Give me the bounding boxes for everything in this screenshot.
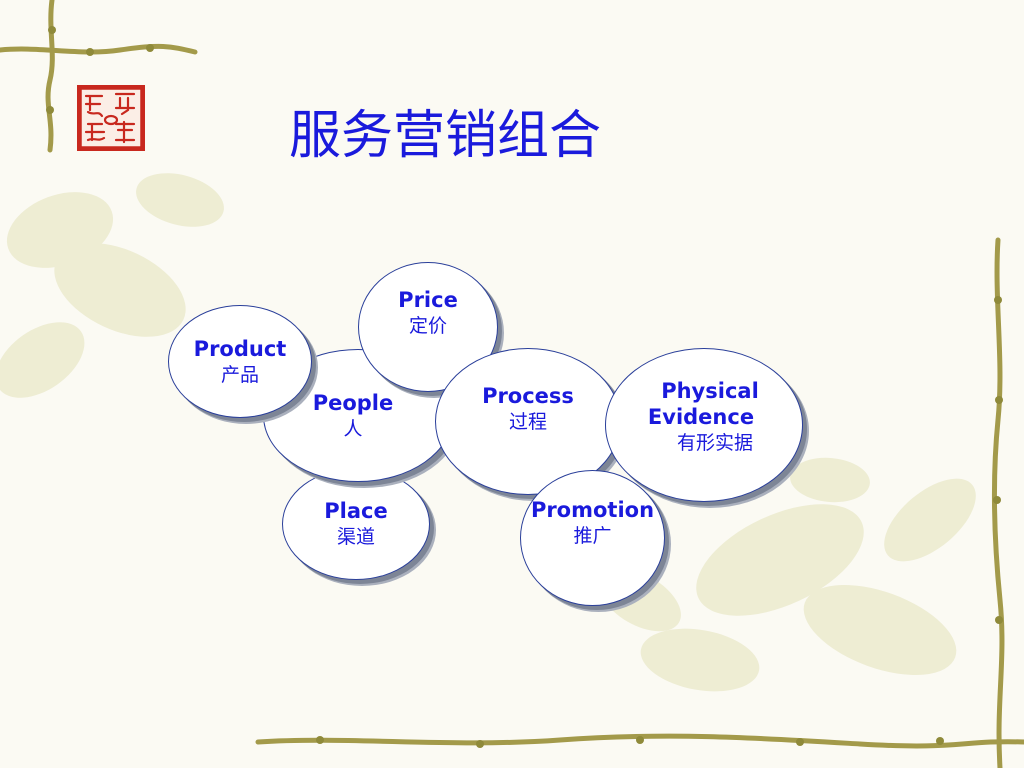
physical-evidence-label-en-line1: Physical — [661, 379, 759, 403]
product-label-en: Product — [193, 336, 287, 361]
physical-evidence-label-en-line2: Evidence — [647, 405, 755, 429]
node-product: Product 产品 — [168, 305, 312, 418]
people-label-en: People — [312, 390, 394, 415]
price-label-zh: 定价 — [408, 315, 447, 337]
promotion-label-zh: 推广 — [573, 525, 612, 547]
process-label-zh: 过程 — [508, 410, 547, 433]
node-promotion: Promotion 推广 — [520, 470, 665, 606]
node-place: Place 渠道 — [282, 468, 430, 580]
people-label-zh: 人 — [343, 417, 363, 440]
vine-nodes — [46, 26, 1003, 748]
price-label-en: Price — [398, 288, 458, 312]
node-physical-evidence: Physical Evidence 有形实据 — [605, 348, 803, 502]
physical-evidence-label-zh: 有形实据 — [676, 432, 753, 454]
red-seal-logo — [77, 85, 145, 151]
process-label-en: Process — [482, 383, 574, 408]
leaf-watermark — [0, 173, 976, 692]
slide-title: 服务营销组合 — [288, 106, 601, 166]
promotion-label-en: Promotion — [530, 498, 655, 522]
product-label-zh: 产品 — [220, 363, 259, 386]
place-label-en: Place — [324, 499, 388, 523]
place-label-zh: 渠道 — [336, 526, 375, 548]
